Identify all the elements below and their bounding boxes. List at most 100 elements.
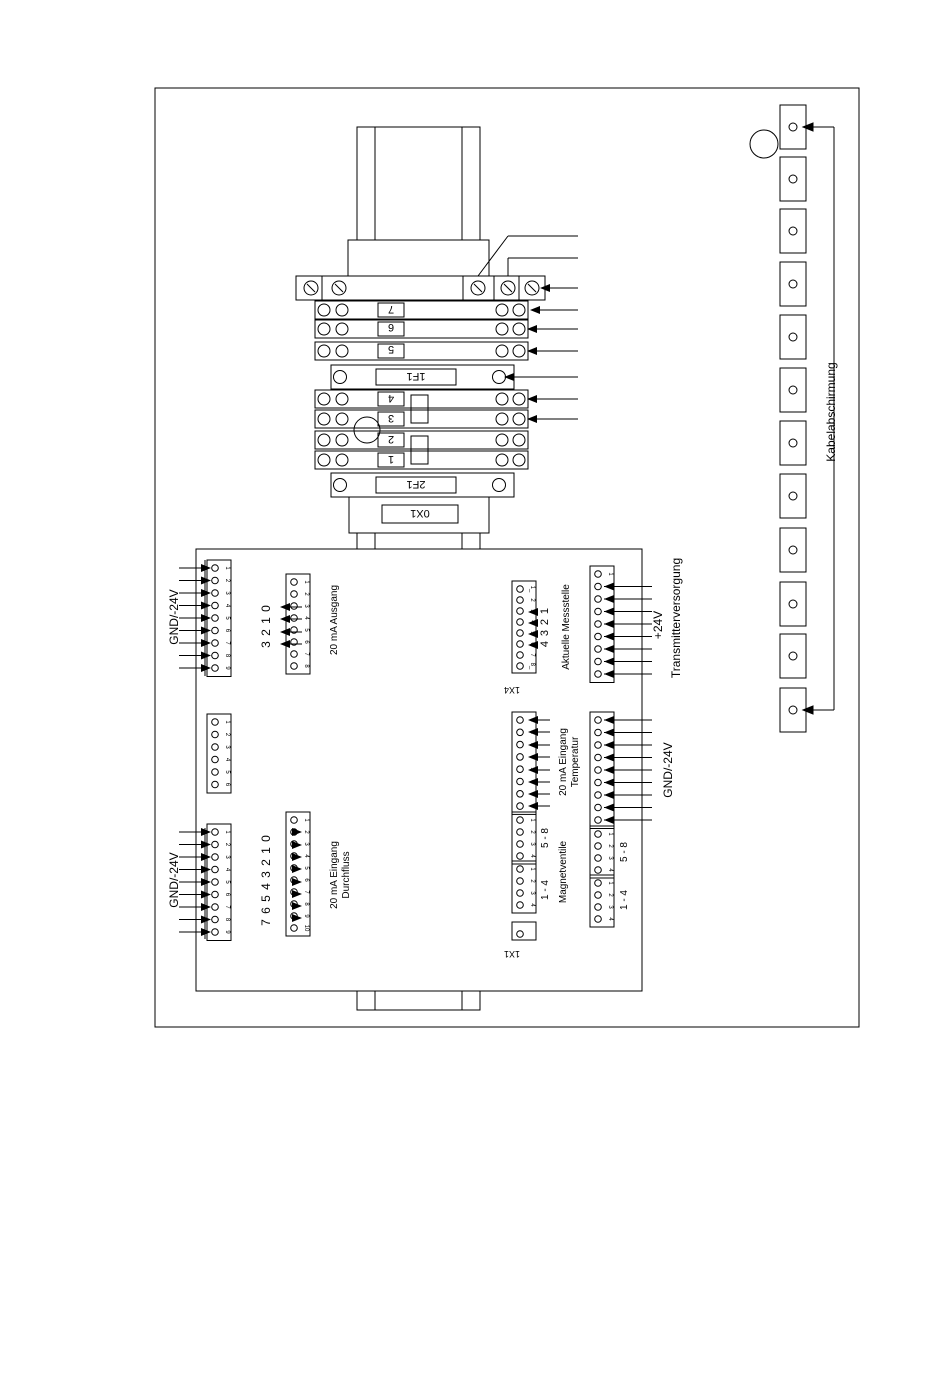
valves-group-a-board: 1 - 4 <box>540 880 551 900</box>
pin-hole <box>594 741 602 749</box>
shield-terminal-hole <box>788 545 798 555</box>
terminal-screw <box>495 344 509 358</box>
arrow-icon <box>540 284 550 292</box>
arrow-icon <box>292 914 302 922</box>
terminal-number-box <box>377 302 405 318</box>
terminal-screw <box>333 478 347 492</box>
pin-hole <box>211 878 219 886</box>
pin-hole <box>211 730 219 739</box>
pin-number: 2 <box>224 733 230 737</box>
pin-number: 4 <box>303 616 309 620</box>
pin-hole <box>594 766 602 774</box>
terminal-screw <box>495 322 509 336</box>
terminal-screw <box>512 453 526 467</box>
terminal-6-label: 6 <box>388 321 394 333</box>
terminal-screw <box>495 412 509 426</box>
shield-terminal-hole <box>788 705 798 715</box>
arrow-icon <box>201 614 211 622</box>
arrow-icon <box>604 803 614 812</box>
pin-hole <box>516 930 524 938</box>
shield-terminal <box>779 104 807 150</box>
shield-terminal-hole <box>788 438 798 448</box>
pin-hole <box>594 595 602 603</box>
shield-terminal <box>779 420 807 466</box>
pin-hole <box>594 903 602 911</box>
measure-bit-label: 1 <box>539 608 551 614</box>
valves-group-b-right: 5 - 8 <box>619 842 630 862</box>
fuse-1f1-label-box <box>375 368 457 386</box>
pin-hole <box>594 830 602 838</box>
pin-number: 4 <box>529 854 535 858</box>
relay-icon <box>410 394 429 424</box>
fuse-1f1-label: 1F1 <box>407 370 426 382</box>
pin-number: 3 <box>529 891 535 895</box>
screw-slot <box>306 283 316 293</box>
pin-hole <box>594 645 602 653</box>
pin-number: 7 <box>303 890 309 894</box>
shield-terminal-hole <box>788 651 798 661</box>
pin-hole <box>516 802 524 810</box>
pin-number: 8 <box>303 902 309 906</box>
shield-terminal <box>779 314 807 360</box>
arrow-icon <box>280 628 290 636</box>
terminal-number-box <box>377 321 405 337</box>
arrow-icon <box>292 853 302 861</box>
pin-hole <box>594 842 602 850</box>
connector-0x1-label: 0X1 <box>410 507 430 519</box>
temperature-subtitle: Temperatur <box>570 736 581 787</box>
pin-hole <box>211 768 219 776</box>
pin-number: 7 <box>529 653 535 657</box>
terminal-screw <box>512 412 526 426</box>
valves-title: Magnetventile <box>558 840 569 903</box>
pin-number: 3 <box>607 905 613 909</box>
screw-icon <box>470 280 486 296</box>
screw-slot <box>473 283 483 293</box>
shield-terminal <box>779 261 807 307</box>
arrow-icon <box>604 741 614 749</box>
pin-hole <box>290 626 298 634</box>
pin-hole <box>516 790 524 798</box>
pin-hole <box>516 753 524 761</box>
pin-hole <box>290 614 298 622</box>
arrow-icon <box>604 657 614 666</box>
pin-hole <box>516 607 524 615</box>
pin-number: 4 <box>607 868 613 872</box>
measure-bit-label: 4 <box>539 641 551 647</box>
terminal-3-label: 3 <box>388 412 394 424</box>
pin-number: 3 <box>224 591 230 595</box>
pin-number: 8 <box>224 654 230 658</box>
arrow-icon <box>201 915 211 924</box>
pin-hole <box>516 585 524 593</box>
pin-hole <box>211 651 219 660</box>
screw-icon <box>303 280 319 296</box>
pin-number: 2 <box>529 879 535 883</box>
input-subtitle: Durchfluss <box>341 851 352 898</box>
arrow-icon <box>528 608 538 616</box>
arrow-icon <box>604 645 614 653</box>
arrow-icon <box>604 728 614 737</box>
arrow-icon <box>604 816 614 824</box>
terminal-screw <box>492 478 506 492</box>
pin-hole <box>211 664 219 672</box>
terminal-screw <box>317 453 331 467</box>
pin-number: 5 <box>303 628 309 632</box>
arrow-icon <box>604 670 614 678</box>
pin-hole <box>594 728 602 737</box>
pin-hole <box>211 601 219 610</box>
valves-group-b-board: 5 - 8 <box>540 828 551 848</box>
terminal-screw <box>317 412 331 426</box>
fuse-2f1-label-box <box>375 476 457 494</box>
arrow-icon <box>201 928 211 936</box>
arrow-icon <box>604 716 614 724</box>
pin-hole <box>594 670 602 678</box>
arrow-icon <box>201 828 211 836</box>
motor-flange <box>347 239 490 277</box>
pin-hole <box>211 890 219 899</box>
pin-number: 6 <box>224 893 230 897</box>
pin-number: 2 <box>529 830 535 834</box>
pin-number: 5 <box>224 770 230 774</box>
arrow-icon <box>201 651 211 660</box>
arrow-icon <box>292 902 302 910</box>
arrow-icon <box>201 865 211 874</box>
shield-terminal-hole <box>788 491 798 501</box>
